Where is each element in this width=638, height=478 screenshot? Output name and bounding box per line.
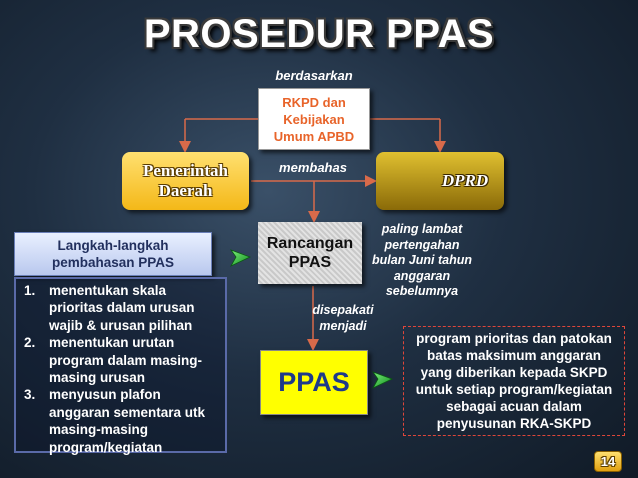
step-line: menyusun plafon <box>49 387 161 403</box>
program-line: batas maksimum anggaran <box>426 348 602 363</box>
page-number-badge: 14 <box>594 451 622 472</box>
disepakati-line-1: disepakati <box>312 303 374 317</box>
step-line: menentukan urutan <box>49 335 175 351</box>
paling-lambat-line-3: bulan Juni tahun <box>372 253 472 267</box>
step-line: prioritas dalam urusan <box>49 300 195 316</box>
langkah-header-line-2: pembahasan PPAS <box>51 255 175 270</box>
paling-lambat-line-5: sebelumnya <box>385 284 459 298</box>
box-dprd: DPRD <box>376 152 504 210</box>
rkpd-line-1: RKPD dan <box>282 94 346 110</box>
step-line: wajib & urusan pilihan <box>49 317 193 333</box>
program-line: untuk setiap program/kegiatan <box>415 382 613 397</box>
program-box: program prioritas dan patokan batas maks… <box>403 326 625 436</box>
disepakati-line-2: menjadi <box>319 319 367 333</box>
paling-lambat-line-4: anggaran <box>393 268 451 283</box>
label-disepakati: disepakati menjadi <box>308 302 378 334</box>
step-line: program dalam masing- <box>49 352 203 368</box>
box-rkpd: RKPD dan Kebijakan Umum APBD <box>258 88 370 150</box>
box-rancangan-ppas: Rancangan PPAS <box>258 222 362 284</box>
box-pemerintah-daerah: Pemerintah Daerah <box>122 152 249 210</box>
step-number: 2. <box>24 335 36 351</box>
rkpd-line-2: Kebijakan <box>283 111 345 127</box>
steps-list: 1. menentukan skala prioritas dalam urus… <box>16 279 225 456</box>
step-item: 3. menyusun plafon anggaran sementara ut… <box>24 386 225 456</box>
label-membahas: membahas <box>279 160 347 175</box>
step-line: masing urusan <box>49 370 146 386</box>
paling-lambat-line-2: pertengahan <box>384 237 460 252</box>
page-title: PROSEDUR PPAS <box>143 12 495 56</box>
step-number: 1. <box>24 283 36 298</box>
rancangan-line-1: Rancangan <box>266 235 354 252</box>
langkah-header-line-1: Langkah-langkah <box>57 238 169 253</box>
label-paling-lambat: paling lambat pertengahan bulan Juni tah… <box>366 222 478 300</box>
green-arrow-left <box>229 249 252 267</box>
langkah-header: Langkah-langkah pembahasan PPAS <box>14 232 212 276</box>
program-line: penyusunan RKA-SKPD <box>436 416 592 431</box>
step-line: program/kegiatan <box>49 439 163 455</box>
pemda-line-1: Pemerintah <box>143 161 228 180</box>
box-ppas: PPAS <box>260 350 368 415</box>
step-line: anggaran sementara utk <box>49 404 206 420</box>
dprd-label: DPRD <box>441 171 489 190</box>
program-line: program prioritas dan patokan <box>416 331 612 346</box>
step-line: menentukan skala <box>49 283 167 298</box>
step-item: 1. menentukan skala prioritas dalam urus… <box>24 282 225 334</box>
program-line: sebagai acuan dalam <box>446 399 582 414</box>
rkpd-line-3: Umum APBD <box>273 128 355 144</box>
paling-lambat-line-1: paling lambat <box>381 222 463 236</box>
steps-box: 1. menentukan skala prioritas dalam urus… <box>14 277 227 456</box>
label-berdasarkan: berdasarkan <box>275 68 353 83</box>
program-line: yang diberikan kepada SKPD <box>420 365 608 380</box>
green-arrow-right <box>371 371 394 389</box>
step-line: masing-masing <box>49 422 149 438</box>
pemda-line-2: Daerah <box>158 181 213 200</box>
step-number: 3. <box>24 387 36 403</box>
step-item: 2. menentukan urutan program dalam masin… <box>24 334 225 386</box>
rancangan-line-2: PPAS <box>288 254 332 271</box>
program-box-text: program prioritas dan patokan batas maks… <box>416 330 613 432</box>
